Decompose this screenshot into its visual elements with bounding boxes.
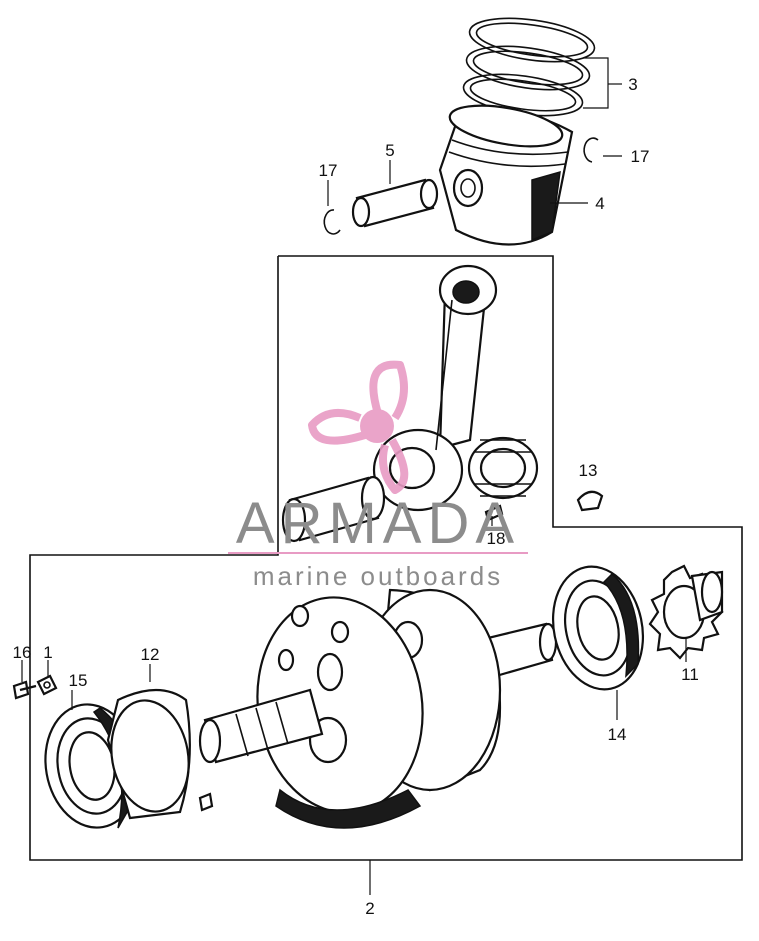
cam-chain-sprocket [648,564,724,660]
piston-pin-clip-right [583,137,599,163]
callout-17-right: 17 [631,147,650,166]
callout-3-leader [583,57,609,109]
callout-2: 2 [365,899,374,918]
callout-16: 16 [13,643,32,662]
armada-logo [308,360,409,494]
piston-pin [351,178,439,228]
crank-pin [281,475,386,543]
crank-bearing-right [551,565,645,691]
callout-11: 11 [681,665,699,684]
conrod-group-frame [29,255,743,861]
callout-18: 18 [487,529,506,548]
plate-bolt [12,680,37,700]
callout-14: 14 [608,725,627,744]
woodruff-key [576,490,604,512]
callout-12: 12 [141,645,160,664]
bearing-set-plate [106,689,214,820]
callout-5: 5 [385,141,394,160]
crankshaft-assembly [198,588,558,829]
bearing-washer [484,504,504,522]
callout-15: 15 [69,671,88,690]
callout-17-left: 17 [319,161,338,180]
needle-bearing [467,436,539,500]
callout-3: 3 [628,75,637,94]
brand-name: ARMADA [236,491,520,556]
callout-4: 4 [595,194,604,213]
callout-13: 13 [579,461,598,480]
callout-1: 1 [43,643,52,662]
plate-lock-washer [36,674,58,696]
brand-tagline: marine outboards [253,561,503,591]
propeller-icon [308,360,409,494]
piston-pin-clip-left [323,209,341,235]
piston [438,104,574,246]
propeller-hub [360,409,394,443]
